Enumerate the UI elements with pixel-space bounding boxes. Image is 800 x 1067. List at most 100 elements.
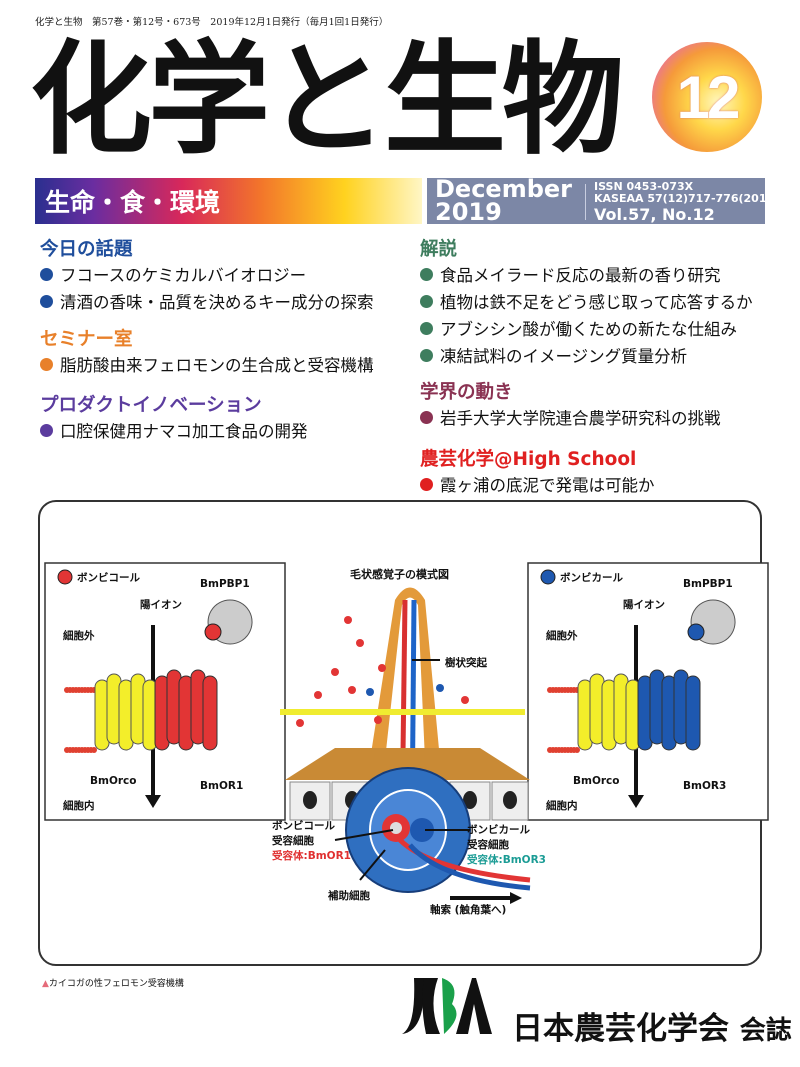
pheromone-molecule: [314, 691, 322, 699]
panel-label-pbp: BmPBP1: [200, 578, 250, 590]
panel-label-receptor: BmOR1: [200, 780, 244, 792]
bombykal-cell-body: [410, 818, 434, 842]
support-cell-label: 補助細胞: [328, 890, 370, 902]
bullet-icon: [420, 321, 433, 335]
ligand-icon: [57, 569, 73, 585]
article-item: アブシシン酸が働くための新たな仕組み: [420, 316, 737, 340]
caption-text: カイコガの性フェロモン受容機構: [48, 979, 184, 989]
jsba-logo: [402, 978, 492, 1034]
figure-caption: ▲カイコガの性フェロモン受容機構: [42, 976, 184, 989]
bullet-icon: [420, 267, 433, 281]
receptor-helix: [685, 675, 701, 751]
article-item: 口腔保健用ナマコ加工食品の開発: [40, 418, 308, 442]
section-heading: 学界の動き: [420, 382, 513, 403]
panel-label-orco: BmOrco: [573, 775, 620, 787]
issue-month: December: [435, 175, 573, 203]
cuticle-base: [285, 748, 530, 780]
panel-label-ligand: ボンビコール: [77, 572, 140, 584]
panel-label-orco: BmOrco: [90, 775, 137, 787]
axon-label: 軸索 (触角葉へ): [430, 904, 507, 916]
pheromone-molecule: [296, 719, 304, 727]
volume-number: Vol.57, No.12: [594, 205, 715, 224]
bullet-icon: [420, 348, 433, 362]
panel-label-ion: 陽イオン: [140, 599, 182, 611]
panel-label-receptor: BmOR3: [683, 780, 727, 792]
bullet-icon: [420, 477, 433, 491]
bullet-icon: [420, 410, 433, 424]
section-heading: 農芸化学@High School: [420, 449, 637, 470]
issue-year: 2019: [435, 198, 502, 226]
panel-label-outside: 細胞外: [63, 630, 95, 642]
pheromone-molecule: [461, 696, 469, 704]
panel-label-ligand: ボンビカール: [560, 572, 623, 584]
label-line: ボンビコール: [272, 820, 335, 832]
lipid-head: [574, 747, 580, 753]
lipid-head: [91, 747, 97, 753]
arrow-head: [145, 795, 161, 808]
panel-label-outside: 細胞外: [546, 630, 578, 642]
article-title: 口腔保健用ナマコ加工食品の開発: [60, 422, 308, 441]
pheromone-molecule: [344, 616, 352, 624]
pheromone-molecule: [356, 639, 364, 647]
bullet-icon: [40, 357, 53, 371]
pheromone-molecule: [366, 688, 374, 696]
article-title: アブシシン酸が働くための新たな仕組み: [440, 320, 737, 339]
article-item: 脂肪酸由来フェロモンの生合成と受容機構: [40, 352, 374, 376]
article-title: 清酒の香味・品質を決めるキー成分の探索: [60, 293, 374, 312]
article-item: 岩手大学大学院連合農学研究科の挑戦: [420, 405, 721, 429]
pheromone-molecule: [331, 668, 339, 676]
center-title: 毛状感覚子の模式図: [350, 568, 449, 581]
panel-label-inside: 細胞内: [63, 800, 95, 812]
society-title: 日本農芸化学会: [512, 1011, 729, 1047]
issn: ISSN 0453-073X: [594, 180, 694, 193]
triangle-icon: ▲: [42, 979, 49, 989]
magazine-title: 化学と生物: [30, 29, 624, 171]
article-item: 清酒の香味・品質を決めるキー成分の探索: [40, 289, 374, 313]
ligand-molecule: [204, 623, 222, 641]
bullet-icon: [40, 294, 53, 308]
bullet-icon: [420, 294, 433, 308]
bombykol-cell-label: ボンビコール受容細胞受容体:BmOR1: [272, 818, 351, 863]
arrow-head: [628, 795, 644, 808]
section-heading: 解説: [420, 239, 458, 260]
section-heading: セミナー室: [40, 329, 133, 350]
label-line: ボンビカール: [467, 824, 530, 836]
label-line: 受容細胞: [272, 835, 314, 847]
section-heading: プロダクトイノベーション: [40, 395, 262, 416]
pheromone-molecule: [348, 686, 356, 694]
coden: KASEAA 57(12)717-776(2019): [594, 192, 780, 205]
tagline-banner: 生命・食・環境: [35, 178, 422, 224]
article-item: フコースのケミカルバイオロジー: [40, 262, 306, 286]
article-title: フコースのケミカルバイオロジー: [60, 266, 307, 285]
pheromone-molecule: [378, 664, 386, 672]
dendrite-label: 樹状突起: [445, 657, 487, 669]
ligand-molecule: [687, 623, 705, 641]
bullet-icon: [40, 267, 53, 281]
article-title: 岩手大学大学院連合農学研究科の挑戦: [440, 409, 721, 428]
article-item: 植物は鉄不足をどう感じ取って応答するか: [420, 289, 753, 313]
society-name: 日本農芸化学会 会誌: [512, 1003, 792, 1048]
label-line: 受容体:BmOR1: [272, 850, 351, 862]
panel-label-inside: 細胞内: [546, 800, 578, 812]
article-title: 霞ヶ浦の底泥で発電は可能か: [440, 476, 655, 495]
sensillum-diagram: [280, 587, 531, 904]
label-line: 受容細胞: [467, 839, 509, 851]
issue-info-line: 化学と生物 第57巻・第12号・673号 2019年12月1日発行（毎月1回1日…: [35, 17, 389, 28]
bullet-icon: [40, 423, 53, 437]
article-item: 霞ヶ浦の底泥で発電は可能か: [420, 472, 655, 496]
article-title: 凍結試料のイメージング質量分析: [440, 347, 688, 366]
pheromone-molecule: [436, 684, 444, 692]
society-suffix: 会誌: [739, 1016, 792, 1046]
divider: [585, 184, 586, 220]
panel-label-pbp: BmPBP1: [683, 578, 733, 590]
article-item: 凍結試料のイメージング質量分析: [420, 343, 687, 367]
receptor-helix: [202, 675, 218, 751]
issue-number-badge: 12: [652, 42, 762, 152]
label-line: 受容体:BmOR3: [467, 854, 546, 866]
article-item: 食品メイラード反応の最新の香り研究: [420, 262, 721, 286]
bombykal-cell-label: ボンビカール受容細胞受容体:BmOR3: [467, 822, 546, 867]
pheromone-molecule: [374, 716, 382, 724]
